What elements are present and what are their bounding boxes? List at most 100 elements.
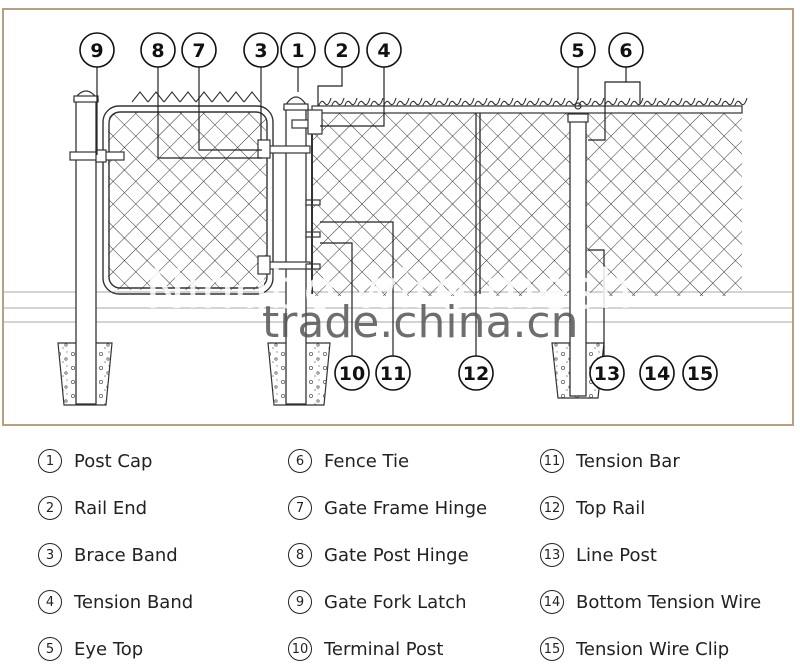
callout-number: 11 [380,363,406,385]
callout-number: 8 [151,40,164,62]
legend-label: Post Cap [74,450,153,472]
legend-label: Fence Tie [324,450,410,472]
callout-circle [324,32,360,68]
watermark: Ningbo wire mesh trade.china.cn [145,258,632,348]
legend-item-4: 4 Tension Band [38,587,193,617]
legend-number: 1 [38,449,62,473]
callout-12: 12 [458,355,494,391]
legend-number: 13 [540,543,564,567]
callout-3: 3 [243,32,279,68]
callout-number: 1 [291,40,304,62]
line-post [567,102,589,397]
callout-5: 5 [560,32,596,68]
callout-leaders [96,66,641,356]
callout-14: 14 [639,355,675,391]
legend-number: 14 [540,590,564,614]
callout-circle [243,32,279,68]
legend-item-6: 6 Fence Tie [288,446,409,476]
callout-15: 15 [682,355,718,391]
callout-number: 3 [254,40,267,62]
callout-4: 4 [366,32,402,68]
legend-label: Terminal Post [324,638,444,660]
concrete-footings [57,342,605,406]
callout-circle [682,355,718,391]
callout-number: 5 [571,40,584,62]
gate-latch-post [72,90,100,405]
callout-number: 12 [463,363,489,385]
legend-label: Gate Frame Hinge [324,497,488,519]
legend-item-5: 5 Eye Top [38,634,143,664]
callout-circle [375,355,411,391]
callout-circle [639,355,675,391]
legend-label: Tension Bar [576,450,680,472]
legend-item-2: 2 Rail End [38,493,147,523]
legend-label: Brace Band [74,544,178,566]
legend-label: Rail End [74,497,148,519]
callout-number: 2 [335,40,348,62]
top-rail [311,105,743,114]
callout-number: 6 [619,40,632,62]
legend-number: 4 [38,590,62,614]
legend-number: 3 [38,543,62,567]
legend-label: Tension Wire Clip [576,638,730,660]
callout-circle [608,32,644,68]
legend-number: 8 [288,543,312,567]
legend-number: 7 [288,496,312,520]
diagram-frame [2,8,794,426]
gate-post [282,96,310,405]
callout-1: 1 [280,32,316,68]
legend-label: Eye Top [74,638,144,660]
callout-number: 4 [377,40,390,62]
callout-number: 9 [90,40,103,62]
legend-item-11: 11 Tension Bar [540,446,680,476]
legend-item-13: 13 Line Post [540,540,657,570]
callout-9: 9 [79,32,115,68]
legend-number: 12 [540,496,564,520]
watermark-line-2: trade.china.cn [262,297,579,348]
chain-link-mesh [108,108,742,296]
callout-number: 15 [687,363,713,385]
callout-circle [181,32,217,68]
legend-label: Gate Post Hinge [324,544,469,566]
callout-circle [589,355,625,391]
legend-item-9: 9 Gate Fork Latch [288,587,467,617]
legend-item-8: 8 Gate Post Hinge [288,540,469,570]
legend-label: Bottom Tension Wire [576,591,762,613]
legend-item-3: 3 Brace Band [38,540,178,570]
legend-label: Tension Band [74,591,194,613]
callout-circle [140,32,176,68]
legend-number: 11 [540,449,564,473]
callout-8: 8 [140,32,176,68]
legend-item-15: 15 Tension Wire Clip [540,634,729,664]
mesh-top-selvage [131,91,748,109]
callout-circle [79,32,115,68]
legend-item-7: 7 Gate Frame Hinge [288,493,487,523]
legend-number: 2 [38,496,62,520]
callout-circle [560,32,596,68]
gate-frame [102,105,274,295]
legend-item-10: 10 Terminal Post [288,634,443,664]
callout-7: 7 [181,32,217,68]
callout-circle [280,32,316,68]
callout-circle [334,355,370,391]
callout-number: 10 [339,363,365,385]
legend-item-1: 1 Post Cap [38,446,152,476]
callout-11: 11 [375,355,411,391]
legend-label: Line Post [576,544,657,566]
legend-item-14: 14 Bottom Tension Wire [540,587,761,617]
callout-13: 13 [589,355,625,391]
legend-number: 10 [288,637,312,661]
legend-number: 5 [38,637,62,661]
legend-label: Gate Fork Latch [324,591,467,613]
callout-circle [458,355,494,391]
legend-number: 15 [540,637,564,661]
watermark-line-1: Ningbo wire mesh [145,258,632,321]
legend-number: 6 [288,449,312,473]
fence-hardware [69,109,323,294]
callout-number: 7 [192,40,205,62]
callout-6: 6 [608,32,644,68]
legend-number: 9 [288,590,312,614]
